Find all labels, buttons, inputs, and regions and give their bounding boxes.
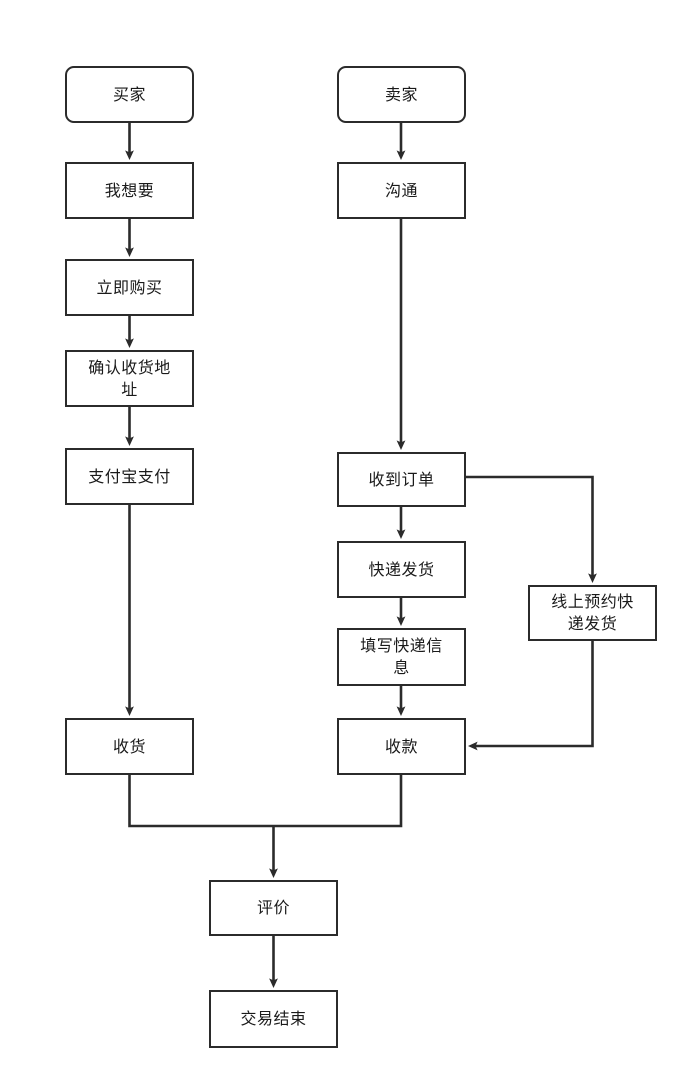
node-want-label: 我想要 bbox=[104, 180, 155, 200]
node-seller[interactable]: 卖家 bbox=[337, 66, 466, 123]
node-buyer[interactable]: 买家 bbox=[65, 66, 194, 123]
node-rate-label: 评价 bbox=[256, 898, 290, 918]
node-buy-now[interactable]: 立即购买 bbox=[65, 259, 194, 316]
node-seller-label: 卖家 bbox=[384, 84, 418, 104]
node-online-booking[interactable]: 线上预约快 递发货 bbox=[528, 585, 657, 641]
node-order-received[interactable]: 收到订单 bbox=[337, 452, 466, 507]
node-express-ship-label: 快递发货 bbox=[368, 559, 435, 579]
node-confirm-address[interactable]: 确认收货地 址 bbox=[65, 350, 194, 407]
node-want[interactable]: 我想要 bbox=[65, 162, 194, 219]
node-communicate[interactable]: 沟通 bbox=[337, 162, 466, 219]
edge-receivepayment-merge bbox=[273, 775, 403, 828]
node-buy-now-label: 立即购买 bbox=[96, 277, 163, 297]
node-receive-payment-label: 收款 bbox=[384, 736, 418, 756]
edge-onlinebook-to-receivepayment bbox=[467, 641, 594, 751]
node-receive-payment[interactable]: 收款 bbox=[337, 718, 466, 775]
node-rate[interactable]: 评价 bbox=[209, 880, 338, 936]
node-receive-goods[interactable]: 收货 bbox=[65, 718, 194, 775]
node-express-ship[interactable]: 快递发货 bbox=[337, 541, 466, 598]
node-receive-goods-label: 收货 bbox=[112, 736, 146, 756]
node-order-received-label: 收到订单 bbox=[368, 469, 435, 489]
node-deal-end-label: 交易结束 bbox=[240, 1009, 307, 1029]
edge-orderreceived-to-onlinebook bbox=[466, 475, 597, 584]
node-fill-express-info[interactable]: 填写快递信 息 bbox=[337, 628, 466, 686]
node-communicate-label: 沟通 bbox=[384, 180, 418, 200]
node-online-booking-label: 线上预约快 递发货 bbox=[551, 592, 634, 633]
node-buyer-label: 买家 bbox=[112, 84, 146, 104]
node-deal-end[interactable]: 交易结束 bbox=[209, 990, 338, 1048]
node-confirm-address-label: 确认收货地 址 bbox=[88, 357, 171, 399]
node-alipay-payment[interactable]: 支付宝支付 bbox=[65, 448, 194, 505]
node-alipay-payment-label: 支付宝支付 bbox=[88, 466, 171, 486]
edge-receivegoods-merge bbox=[128, 775, 274, 828]
node-fill-express-info-label: 填写快递信 息 bbox=[360, 636, 443, 677]
